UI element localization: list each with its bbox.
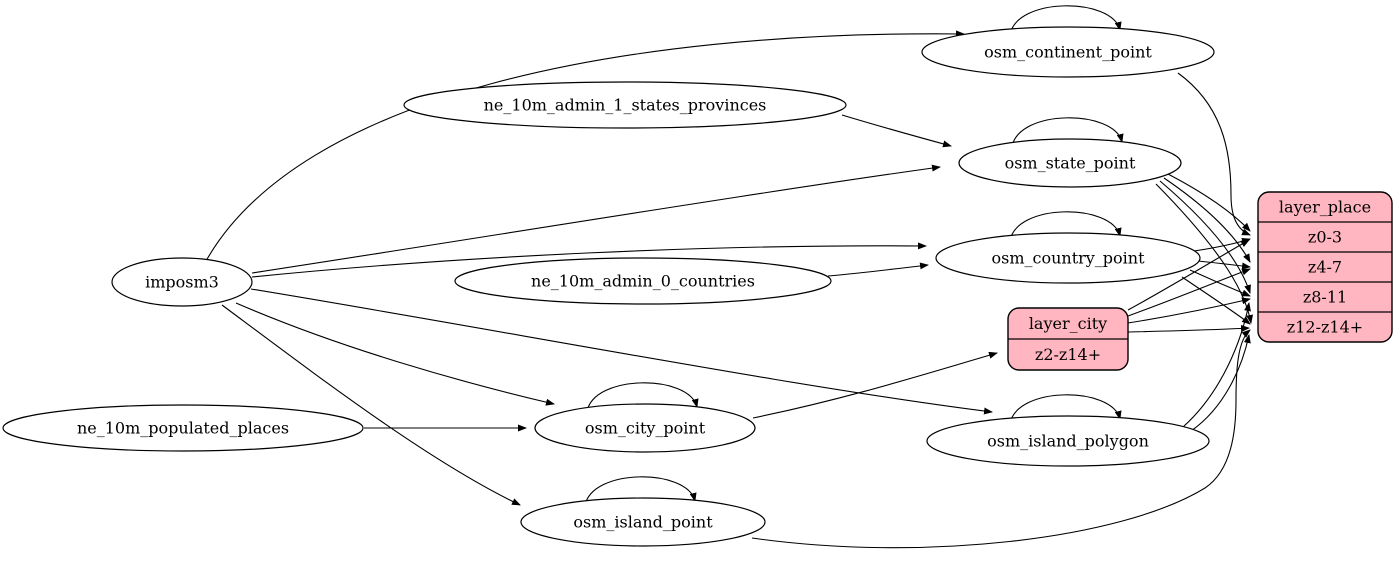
node-shape-osm_country_point: [935, 232, 1201, 284]
edge-osm_island_polygon--layer_place_z12-z14+: [1190, 334, 1251, 432]
node-label-osm_city_point: osm_city_point: [585, 419, 706, 438]
edge-osm_country_point--layer_place_z4-7: [1197, 260, 1251, 270]
node-label-osm_state_point: osm_state_point: [1005, 154, 1136, 173]
node-shape-osm_state_point: [958, 138, 1182, 188]
self-loop-osm_country_point: [1009, 211, 1122, 242]
record-shape-layer_place: [1257, 191, 1393, 343]
edge-ne_10m_admin_1_states_provinces--osm_state_point: [841, 114, 952, 148]
node-label-ne_10m_admin_0_countries: ne_10m_admin_0_countries: [531, 272, 755, 291]
node-shape-ne_10m_admin_0_countries: [454, 257, 832, 305]
node-ne_10m_admin_1_states_provinces: ne_10m_admin_1_states_provinces: [403, 81, 847, 129]
edge-osm_state_point--layer_place_z12-z14+: [1155, 183, 1254, 324]
edge-layer_city--layer_place_z0-3: [1127, 239, 1250, 311]
edge-imposm3--osm_state_point: [251, 164, 941, 274]
edge-osm_city_point--layer_city: [752, 351, 998, 419]
node-label-osm_island_point: osm_island_point: [573, 513, 713, 532]
node-osm_continent_point: osm_continent_point: [921, 26, 1215, 78]
edge-imposm3--osm_country_point: [251, 242, 927, 278]
record-title-layer_place: layer_place: [1279, 198, 1371, 217]
edge-imposm3--osm_city_point: [235, 302, 555, 406]
edge-ne_10m_admin_0_countries--osm_country_point: [827, 262, 929, 277]
node-shape-ne_10m_populated_places: [2, 404, 364, 452]
node-osm_state_point: osm_state_point: [958, 138, 1182, 188]
record-title-layer_city: layer_city: [1029, 314, 1107, 333]
record-row-layer_place-z4-7: z4-7: [1308, 258, 1342, 277]
node-label-ne_10m_admin_1_states_provinces: ne_10m_admin_1_states_provinces: [484, 96, 767, 115]
node-ne_10m_admin_0_countries: ne_10m_admin_0_countries: [454, 257, 832, 305]
record-row-layer_place-z12-z14+: z12-z14+: [1287, 318, 1363, 337]
self-loop-osm_city_point: [586, 382, 699, 413]
node-shape-osm_city_point: [534, 403, 756, 453]
edges: [205, 5, 1254, 549]
node-shape-imposm3: [111, 257, 253, 307]
node-osm_country_point: osm_country_point: [935, 232, 1201, 284]
edge-osm_continent_point--layer_place_z0-3: [1177, 72, 1251, 236]
node-shape-osm_continent_point: [921, 26, 1215, 78]
edge-imposm3--osm_island_polygon: [250, 288, 993, 415]
self-loop-osm_island_point: [584, 476, 697, 507]
node-osm_island_point: osm_island_point: [520, 497, 766, 547]
self-loop-osm_continent_point: [1009, 5, 1122, 36]
edge-layer_city--layer_place_z4-7: [1127, 268, 1251, 317]
edge-osm_state_point--layer_place_z0-3: [1167, 173, 1251, 232]
self-loop-osm_island_polygon: [1009, 394, 1122, 425]
node-imposm3: imposm3: [111, 257, 253, 307]
node-label-imposm3: imposm3: [145, 273, 219, 292]
node-osm_city_point: osm_city_point: [534, 403, 756, 453]
edge-imposm3--osm_continent_point: [205, 30, 965, 262]
node-label-osm_continent_point: osm_continent_point: [984, 43, 1152, 62]
node-ne_10m_populated_places: ne_10m_populated_places: [2, 404, 364, 452]
edge-layer_city--layer_place_z8-11: [1127, 297, 1251, 324]
edge-layer_city--layer_place_z12-z14+: [1127, 324, 1250, 333]
node-osm_island_polygon: osm_island_polygon: [926, 415, 1210, 467]
node-shape-osm_island_polygon: [926, 415, 1210, 467]
node-label-osm_island_polygon: osm_island_polygon: [987, 432, 1149, 451]
record-row-layer_place-z0-3: z0-3: [1308, 228, 1342, 247]
edge-osm_country_point--layer_place_z8-11: [1189, 269, 1251, 297]
edge-osm_island_point--layer_place_z12-z14+: [751, 329, 1251, 549]
edge-osm_state_point--layer_place_z4-7: [1163, 177, 1251, 263]
record-layer_place: layer_place z0-3 z4-7 z8-11 z12-z14+: [1257, 191, 1393, 343]
node-shape-ne_10m_admin_1_states_provinces: [403, 81, 847, 129]
record-row-layer_city-z2-z14+: z2-z14+: [1035, 345, 1101, 364]
self-loop-osm_state_point: [1011, 117, 1124, 148]
node-label-osm_country_point: osm_country_point: [991, 249, 1145, 268]
edge-imposm3--osm_island_point: [221, 304, 521, 506]
node-label-ne_10m_populated_places: ne_10m_populated_places: [77, 419, 289, 438]
node-shape-osm_island_point: [520, 497, 766, 547]
edge-osm_state_point--layer_place_z8-11: [1159, 180, 1251, 294]
edge-osm_island_polygon--layer_place_z8-11: [1182, 302, 1251, 428]
record-row-layer_place-z8-11: z8-11: [1303, 288, 1347, 307]
edge-osm_country_point--layer_place_z12-z14+: [1181, 276, 1251, 325]
record-layer_city: layer_city z2-z14+: [1007, 307, 1129, 371]
